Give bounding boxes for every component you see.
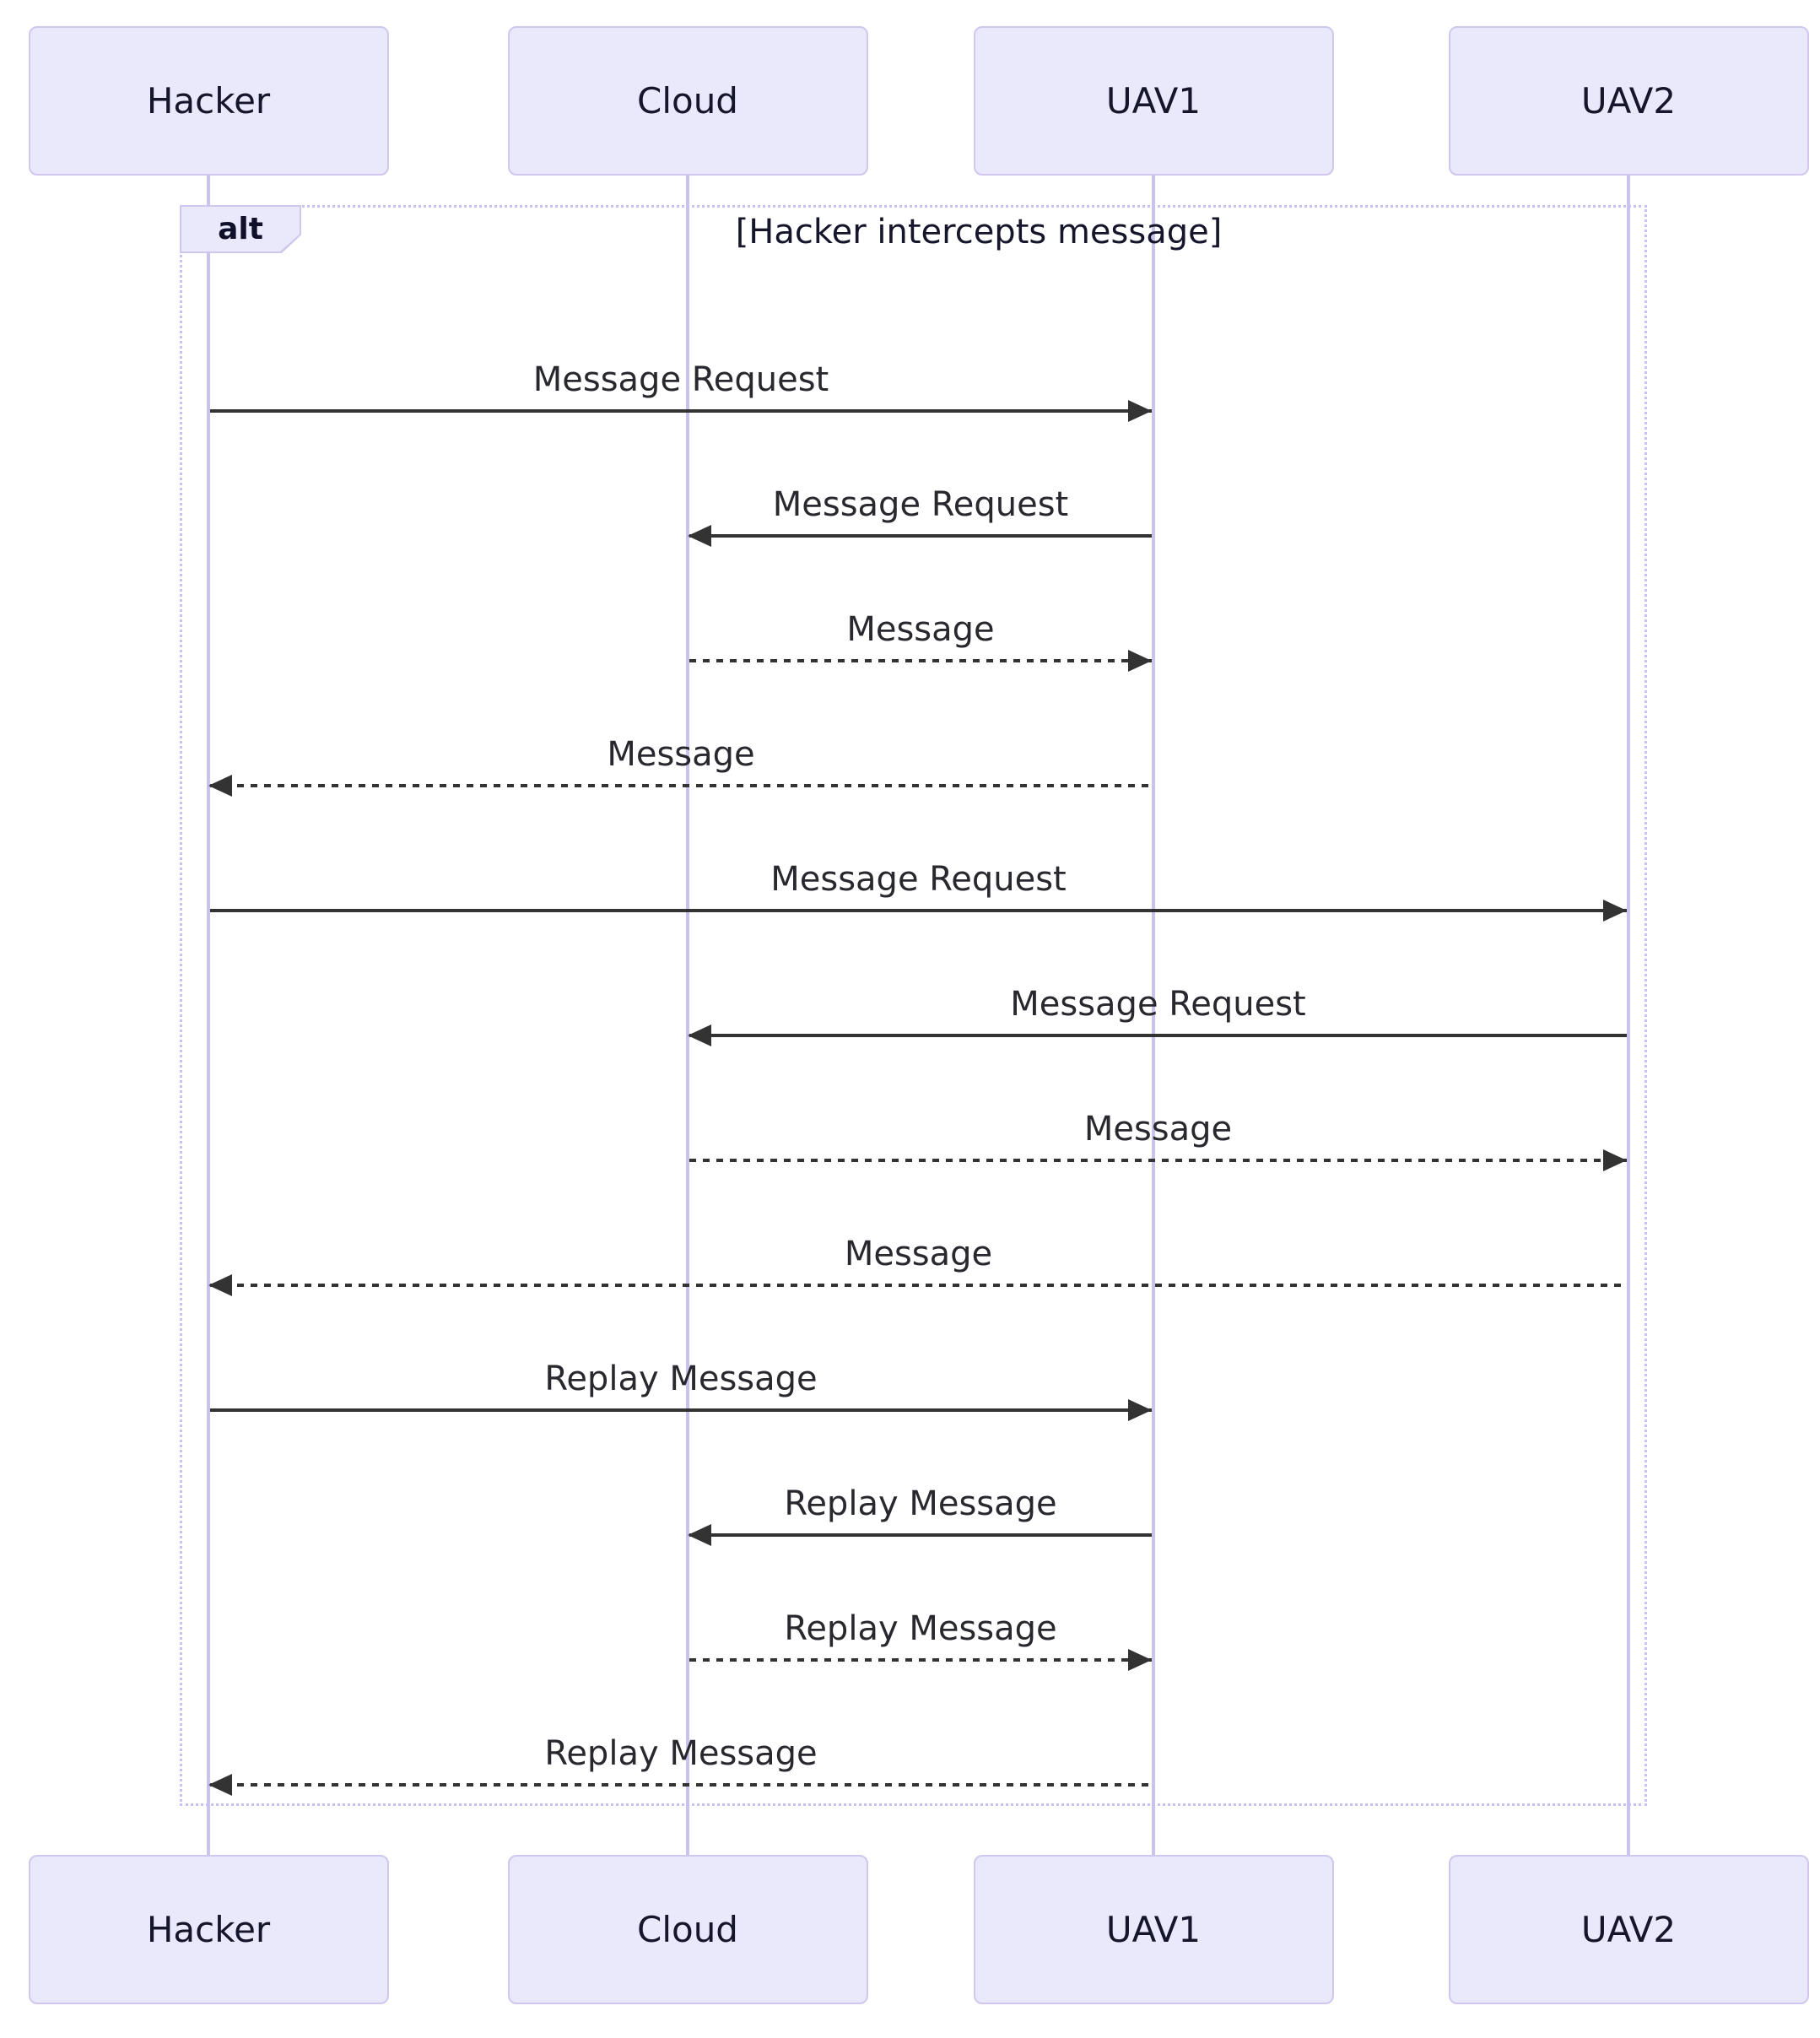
participant-label: UAV1 [1105,80,1202,122]
arrowhead-icon [1128,650,1152,672]
arrowhead-icon [688,1024,711,1046]
lifeline-cloud [686,176,689,1855]
message-label: Message Request [770,860,1067,899]
message-label: Replay Message [784,1484,1057,1523]
message-line [689,659,1152,662]
message-line [210,1408,1152,1412]
lifeline-hacker [207,176,210,1855]
arrowhead-icon [1128,1649,1152,1671]
message-label: Message Request [1010,985,1306,1024]
participant-label: Cloud [637,1909,738,1950]
message-label: Message [607,735,755,774]
message-line [689,534,1152,538]
participant-box-top-uav2: UAV2 [1448,26,1809,176]
participant-label: UAV1 [1105,1909,1202,1950]
message-label: Message Request [772,485,1069,524]
alt-operator-label: alt [180,205,301,253]
message-line [689,1658,1152,1662]
participant-box-top-hacker: Hacker [28,26,389,176]
lifeline-uav2 [1627,176,1630,1855]
message-label: Replay Message [544,1734,818,1773]
arrowhead-icon [1128,1399,1152,1421]
arrowhead-icon [1128,400,1152,422]
alt-frame [180,205,1647,1806]
participant-label: Hacker [146,80,271,122]
message-label: Message [846,610,995,649]
participant-label: Hacker [146,1909,271,1950]
participant-box-bottom-cloud: Cloud [507,1855,868,2004]
alt-operator-text: alt [181,207,300,251]
participant-label: UAV2 [1580,1909,1677,1950]
message-line [210,1783,1152,1787]
message-line [210,409,1152,413]
message-label: Message [844,1235,993,1273]
message-line [689,1034,1627,1037]
arrowhead-icon [688,1524,711,1546]
message-line [210,784,1152,787]
participant-box-top-uav1: UAV1 [973,26,1334,176]
participant-box-bottom-uav2: UAV2 [1448,1855,1809,2004]
message-line [210,909,1627,912]
message-label: Replay Message [544,1360,818,1398]
arrowhead-icon [1603,1149,1627,1171]
message-label: Message Request [532,360,829,399]
message-line [689,1533,1152,1537]
arrowhead-icon [208,1274,232,1296]
participant-box-top-cloud: Cloud [507,26,868,176]
arrowhead-icon [208,775,232,797]
message-label: Message [1083,1110,1233,1149]
participant-label: Cloud [637,80,738,122]
alt-condition-text: [Hacker intercepts message] [735,213,1223,251]
message-line [689,1159,1627,1162]
message-line [210,1284,1627,1287]
message-label: Replay Message [784,1609,1057,1648]
arrowhead-icon [1603,900,1627,922]
participant-label: UAV2 [1580,80,1677,122]
lifeline-uav1 [1152,176,1155,1855]
participant-box-bottom-uav1: UAV1 [973,1855,1334,2004]
arrowhead-icon [208,1774,232,1796]
participant-box-bottom-hacker: Hacker [28,1855,389,2004]
arrowhead-icon [688,525,711,547]
